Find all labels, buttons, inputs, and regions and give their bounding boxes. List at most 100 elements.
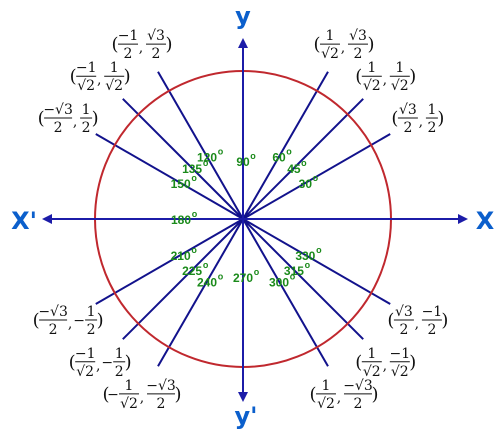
degree-mark: o (191, 173, 197, 183)
denominator: 2 (152, 46, 161, 62)
open-paren: ( (355, 352, 362, 373)
denominator: 2 (54, 120, 63, 136)
numerator: 1 (427, 102, 436, 118)
denominator: √2 (321, 46, 339, 62)
numerator: 1 (367, 346, 376, 362)
angle-value: 225 (182, 264, 202, 278)
angle-value: 120 (197, 151, 217, 165)
denominator: 2 (115, 364, 124, 380)
close-paren: ) (367, 34, 374, 55)
angle-value: 135 (182, 162, 202, 176)
degree-mark: o (192, 209, 198, 219)
coord-label-300: (1√2,−√32) (309, 378, 378, 412)
close-paren: ) (437, 108, 444, 129)
spoke-120 (157, 71, 244, 220)
angle-value: 60 (272, 151, 286, 165)
numerator: −1 (75, 346, 96, 362)
denominator: 2 (427, 322, 436, 338)
comma: , (139, 40, 143, 56)
sign: − (107, 387, 119, 403)
numerator: √3 (349, 28, 367, 44)
spoke-330 (242, 218, 391, 305)
y-axis-label: y (235, 2, 251, 30)
degree-mark: o (286, 147, 292, 157)
numerator: −√3 (38, 304, 68, 320)
angle-spokes (95, 71, 391, 367)
spoke-150 (95, 133, 244, 220)
denominator: 2 (354, 46, 363, 62)
numerator: −√3 (43, 102, 73, 118)
angle-value: 210 (171, 249, 191, 263)
open-paren: ( (103, 384, 110, 405)
spoke-30 (242, 133, 391, 220)
sign: − (101, 355, 113, 371)
coord-label-315: (1√2,−1√2) (355, 346, 416, 380)
y-prime-axis-label: y' (235, 402, 258, 430)
degree-mark: o (305, 260, 311, 270)
numerator: 1 (82, 102, 91, 118)
coord-label-30: (√32,12) (391, 102, 444, 136)
angle-value: 45 (287, 162, 301, 176)
numerator: −1 (76, 60, 97, 76)
numerator: 1 (115, 346, 124, 362)
close-paren: ) (175, 384, 182, 405)
angle-value: 300 (269, 275, 289, 289)
numerator: −1 (422, 304, 443, 320)
degree-mark: o (203, 260, 209, 270)
numerator: 1 (395, 60, 404, 76)
comma: , (97, 72, 101, 88)
angle-value: 315 (284, 264, 304, 278)
denominator: √2 (76, 364, 94, 380)
spoke-300 (242, 218, 329, 367)
degree-mark: o (313, 173, 319, 183)
denominator: √2 (363, 78, 381, 94)
close-paren: ) (124, 66, 131, 87)
denominator: √2 (77, 78, 95, 94)
denominator: √2 (363, 364, 381, 380)
numerator: √3 (147, 28, 165, 44)
numerator: 1 (125, 378, 134, 394)
coord-label-330: (√32,−12) (387, 304, 448, 338)
open-paren: ( (387, 310, 394, 331)
close-paren: ) (125, 352, 132, 373)
close-paren: ) (409, 66, 416, 87)
coordinate-labels: (√32,12)(1√2,1√2)(1√2,√32)(−12,√32)(−1√2… (33, 28, 449, 412)
close-paren: ) (409, 352, 416, 373)
angle-value: 90 (236, 155, 250, 169)
denominator: √2 (391, 364, 409, 380)
open-paren: ( (38, 108, 45, 129)
comma: , (96, 358, 100, 374)
comma: , (419, 114, 423, 130)
denominator: √2 (391, 78, 409, 94)
spoke-135 (122, 98, 244, 220)
x-prime-axis-label: X' (11, 207, 37, 235)
degree-mark: o (316, 245, 322, 255)
denominator: 2 (403, 120, 412, 136)
numerator: 1 (367, 60, 376, 76)
denominator: 2 (124, 46, 133, 62)
angle-value: 330 (295, 249, 315, 263)
denominator: 2 (82, 120, 91, 136)
denominator: 2 (427, 120, 436, 136)
degree-mark: o (301, 158, 307, 168)
open-paren: ( (69, 352, 76, 373)
spoke-225 (122, 218, 244, 340)
degree-mark: o (218, 147, 224, 157)
spoke-60 (242, 71, 329, 220)
comma: , (383, 358, 387, 374)
x-axis-label: X (476, 207, 495, 235)
spoke-210 (95, 218, 244, 305)
open-paren: ( (70, 66, 77, 87)
axes (42, 38, 468, 402)
